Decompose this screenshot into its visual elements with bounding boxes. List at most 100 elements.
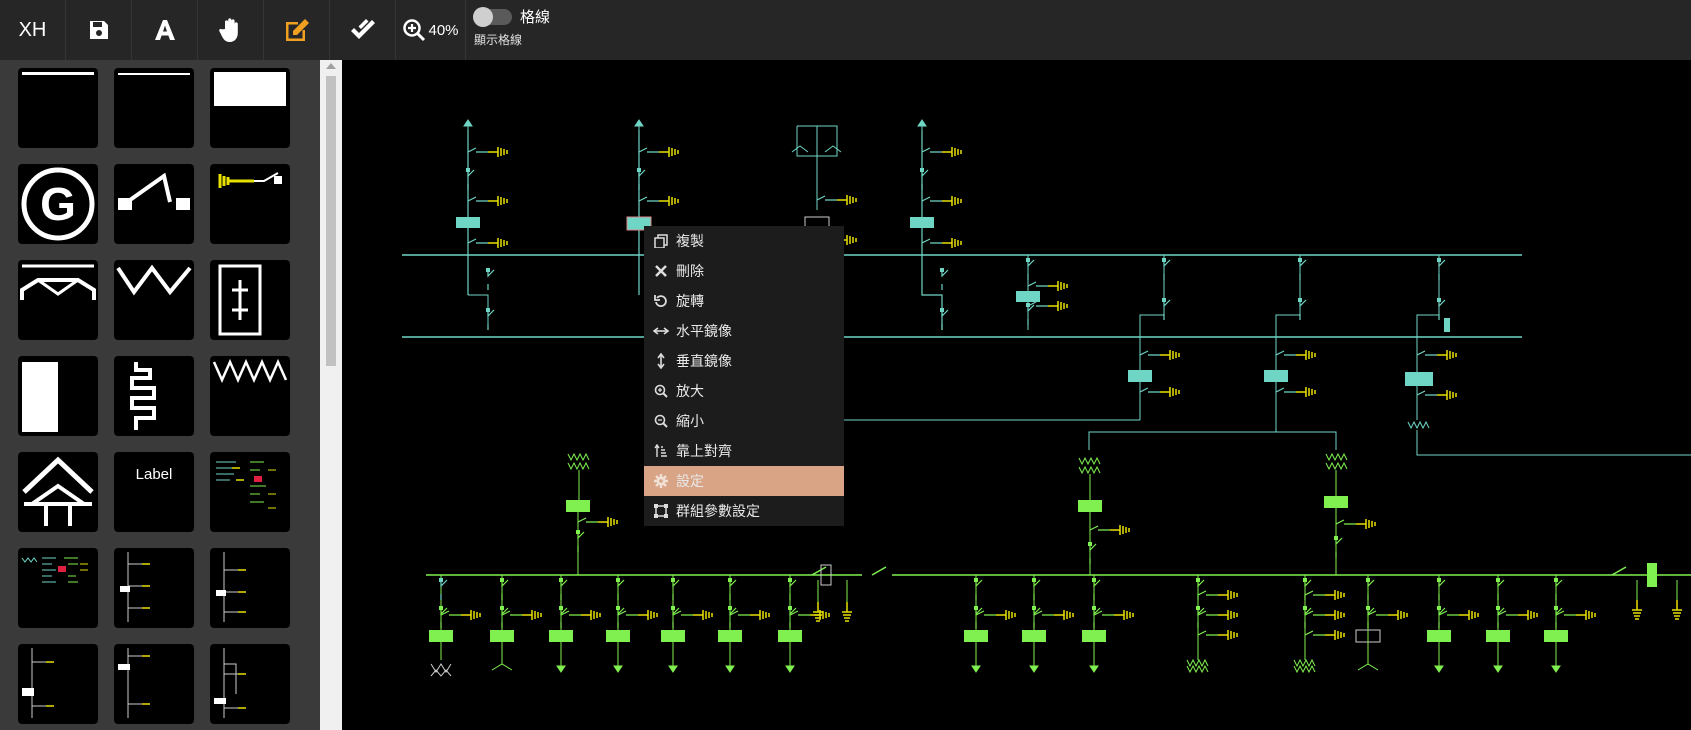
diagram-canvas[interactable] [342, 60, 1691, 730]
transformer-link-mid[interactable] [1078, 457, 1129, 575]
coil-icon [130, 362, 156, 430]
zoom-out-icon [652, 414, 670, 428]
scroll-up-arrow-icon[interactable] [326, 63, 336, 69]
grid-toggle-label: 格線 [520, 8, 551, 26]
grid-toggle[interactable] [473, 6, 512, 27]
palette-tile-feeder-b[interactable] [210, 548, 290, 628]
outgoing-feeder[interactable] [1355, 575, 1407, 671]
outgoing-feeder[interactable] [606, 575, 657, 673]
incomer-feeder-1[interactable] [456, 119, 507, 331]
palette-tile-label[interactable]: Label [114, 452, 194, 532]
incomer-feeder-3[interactable] [910, 119, 961, 331]
outgoing-feeder[interactable] [1293, 575, 1344, 673]
palette-tile-feeder-a[interactable] [114, 548, 194, 628]
menu-item-label: 旋轉 [676, 294, 704, 310]
copy-icon [652, 234, 670, 248]
validate-button[interactable] [330, 0, 396, 60]
palette-tile-rectangle[interactable] [210, 68, 290, 148]
menu-item-copy[interactable]: 複製 [644, 226, 844, 256]
feeder-d-icon [118, 648, 150, 718]
outgoing-feeder[interactable] [661, 575, 712, 673]
transformer-feeder-c[interactable] [1405, 255, 1691, 456]
outgoing-feeder[interactable] [490, 575, 541, 671]
outgoing-feeder[interactable] [1427, 575, 1478, 673]
palette-tile-switch[interactable] [114, 164, 194, 244]
transformer-feeder[interactable] [791, 125, 856, 245]
save-icon [89, 21, 108, 39]
feeder-c-icon [22, 648, 54, 718]
thin-bus-icon [118, 73, 190, 75]
menu-item-delete[interactable]: 刪除 [644, 256, 844, 286]
palette-tile-wave[interactable] [114, 260, 194, 340]
pan-tool-button[interactable] [198, 0, 264, 60]
menu-item-flip-horizontal[interactable]: 水平鏡像 [644, 316, 844, 346]
text-tool-button[interactable] [132, 0, 198, 60]
menu-item-label: 設定 [676, 474, 704, 490]
zoom-level: 40% [428, 21, 459, 39]
menu-item-settings[interactable]: 設定 [644, 466, 844, 496]
zoom-in-icon [403, 19, 426, 42]
palette-tile-arrow-bracket[interactable] [18, 452, 98, 532]
palette-tile-white-block[interactable] [18, 356, 98, 436]
palette-tile-sawtooth[interactable] [210, 356, 290, 436]
outgoing-feeder[interactable] [1186, 575, 1237, 673]
outgoing-feeder[interactable] [964, 575, 1015, 673]
palette-tile-generator[interactable]: G [18, 164, 98, 244]
vertical-arrows-icon [652, 353, 670, 369]
bus-coupler[interactable] [811, 563, 1683, 622]
outgoing-feeder[interactable] [549, 575, 600, 673]
grid-toggle-group: 格線 顯示格線 [466, 0, 558, 60]
horizontal-arrows-icon [652, 326, 670, 336]
ground-switch-icon [218, 172, 282, 188]
wave-icon [116, 264, 192, 296]
menu-item-group-settings[interactable]: 群組參數設定 [644, 496, 844, 526]
menu-item-label: 縮小 [676, 414, 704, 430]
grid-toggle-sublabel: 顯示格線 [474, 33, 523, 47]
outgoing-feeder[interactable] [1544, 575, 1595, 673]
transformer-link-right[interactable] [1324, 453, 1375, 575]
palette-tile-panel-mini[interactable] [210, 452, 290, 532]
outgoing-feeder[interactable] [778, 575, 829, 673]
menu-item-zoom-in[interactable]: 放大 [644, 376, 844, 406]
edit-tool-button[interactable] [264, 0, 330, 60]
outgoing-feeder[interactable] [718, 575, 769, 673]
zoom-button[interactable]: 40% [396, 0, 466, 60]
save-button[interactable] [66, 0, 132, 60]
scroll-thumb[interactable] [326, 76, 336, 366]
menu-item-flip-vertical[interactable]: 垂直鏡像 [644, 346, 844, 376]
generator-icon: G [21, 167, 95, 241]
palette-tile-coil[interactable] [114, 356, 194, 436]
palette-tile-bus-line[interactable] [18, 68, 98, 148]
palette-tile-feeder-c[interactable] [18, 644, 98, 724]
gear-icon [652, 474, 670, 488]
logo-button[interactable]: XH [0, 0, 66, 60]
menu-item-label: 複製 [676, 234, 704, 250]
transformer-link-left[interactable] [566, 453, 617, 575]
feeder-b-icon [216, 552, 246, 622]
outgoing-feeder[interactable] [1486, 575, 1537, 673]
svg-text:G: G [40, 178, 76, 230]
palette-tile-cabinet[interactable] [210, 260, 290, 340]
symbol-palette: G Label [0, 60, 320, 730]
menu-item-zoom-out[interactable]: 縮小 [644, 406, 844, 436]
outgoing-feeders[interactable] [429, 575, 1595, 677]
outgoing-feeder[interactable] [1022, 575, 1073, 673]
bus-tie-feeder[interactable] [1016, 255, 1067, 330]
menu-item-label: 靠上對齊 [676, 444, 732, 460]
palette-tile-feeder-e[interactable] [210, 644, 290, 724]
single-line-diagram[interactable] [342, 60, 1691, 730]
menu-item-rotate[interactable]: 旋轉 [644, 286, 844, 316]
outgoing-feeder[interactable] [429, 575, 480, 677]
outgoing-feeder[interactable] [1082, 575, 1133, 673]
transformer-feeder-b[interactable] [1088, 255, 1337, 450]
palette-scrollbar[interactable] [320, 60, 342, 730]
label-tile-text: Label [135, 466, 173, 483]
transformer-feeder-a[interactable] [803, 255, 1179, 450]
palette-tile-ground-switch[interactable] [210, 164, 290, 244]
palette-tile-thin-bus[interactable] [114, 68, 194, 148]
menu-item-label: 群組參數設定 [676, 504, 760, 520]
palette-tile-panel-table[interactable] [18, 548, 98, 628]
menu-item-align-top[interactable]: 靠上對齊 [644, 436, 844, 466]
palette-tile-feeder-d[interactable] [114, 644, 194, 724]
palette-tile-bracket[interactable] [18, 260, 98, 340]
